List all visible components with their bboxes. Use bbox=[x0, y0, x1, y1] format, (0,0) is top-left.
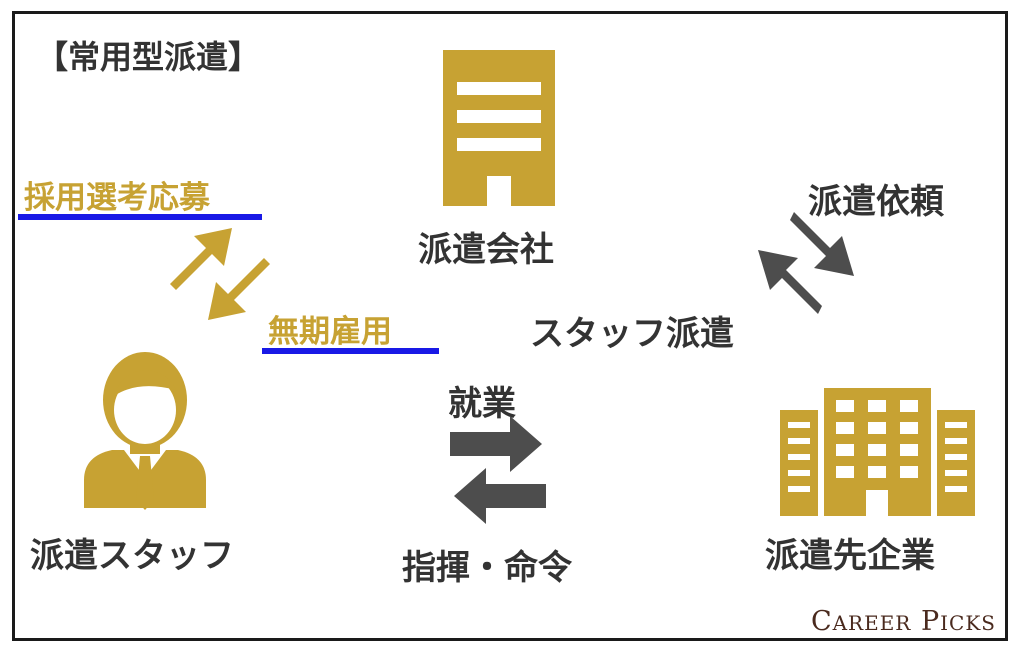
agency-label: 派遣会社 bbox=[418, 230, 554, 270]
diagram-title: 【常用型派遣】 bbox=[36, 38, 261, 76]
employment-label: 無期雇用 bbox=[268, 314, 392, 350]
work-instruction-arrows-icon bbox=[450, 416, 546, 524]
brand-p: P bbox=[920, 606, 941, 637]
brand-c: C bbox=[810, 606, 833, 637]
brand-icks: ICKS bbox=[940, 611, 996, 635]
recruit-label: 採用選考応募 bbox=[24, 180, 210, 216]
client-label: 派遣先企業 bbox=[765, 536, 935, 576]
office-building-icon bbox=[443, 50, 555, 206]
employment-underline bbox=[262, 348, 439, 354]
staff-label: 派遣スタッフ bbox=[30, 536, 234, 576]
client-building-icon bbox=[780, 388, 975, 516]
work-label: 就業 bbox=[448, 384, 516, 424]
brand-areer: AREER bbox=[832, 611, 912, 635]
instruction-label: 指揮・命令 bbox=[402, 548, 572, 588]
request-label: 派遣依頼 bbox=[808, 182, 944, 222]
dispatch-label: スタッフ派遣 bbox=[530, 314, 734, 354]
recruit-underline bbox=[18, 214, 262, 220]
recruit-employ-arrows-icon bbox=[170, 228, 270, 320]
career-picks-logo: CAREER PICKS bbox=[811, 606, 996, 637]
staff-person-icon bbox=[84, 352, 206, 510]
request-dispatch-arrows-icon bbox=[758, 212, 854, 314]
